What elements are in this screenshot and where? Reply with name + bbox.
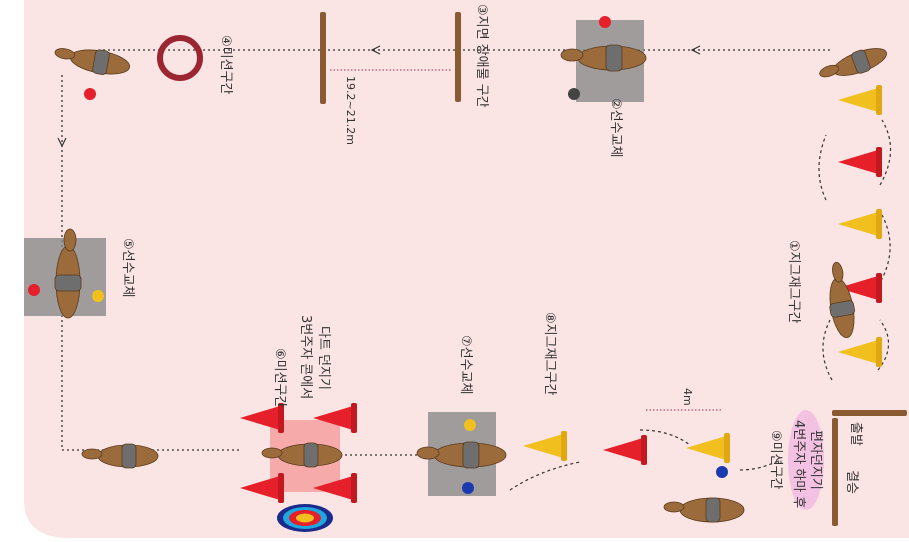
label-distance-obstacle: 19.2~21.2m [344, 76, 357, 145]
horse-mission-9 [663, 497, 745, 523]
dart-zone-cones [240, 403, 357, 503]
zigzag-cones-1 [838, 85, 882, 367]
label-mission-9-desc-1: 4번주자 하마 후 [791, 420, 806, 509]
horse-dart-zone [261, 442, 343, 468]
label-mission-4: ④미션구간 [218, 35, 233, 95]
horse-zigzag-1 [829, 261, 855, 339]
ring-obstacle [157, 35, 203, 81]
mission9-highlight [788, 410, 824, 510]
label-exchange-2: ②선수교체 [608, 98, 623, 158]
label-finish: 결승 [844, 470, 859, 494]
course-route [61, 49, 830, 456]
horse-exchange-2 [560, 44, 647, 72]
zigzag-arrows [509, 119, 892, 491]
label-exchange-7: ⑦선수교체 [458, 335, 473, 395]
horse-ring [54, 48, 131, 75]
start-line-pole [832, 410, 907, 416]
route-arrows [57, 45, 701, 148]
label-zigzag-8: ⑧지그재그구간 [542, 312, 557, 396]
horse-top-right [819, 48, 887, 78]
riders [28, 16, 728, 494]
label-zigzag-1: ①지그재그구간 [786, 240, 801, 324]
horse-figures [54, 44, 887, 523]
obstacle-pole-2 [455, 12, 461, 102]
label-mission-6-desc-2: 다트 던지기 [316, 326, 331, 390]
label-mission-9: ⑨미션구간 [768, 430, 783, 490]
label-mission-9-desc-2: 편자던지기 [808, 430, 823, 490]
label-start: 출발 [848, 422, 863, 446]
label-obstacle-3: ③지면 장애물 구간 [474, 4, 489, 108]
obstacle-pole-1 [320, 12, 326, 104]
label-mission-6-desc-1: 3번주자 콘에서 [298, 315, 313, 400]
label-mission-6: ⑥미션구간 [272, 348, 287, 408]
horse-exchange-5 [54, 228, 82, 319]
label-distance-4m: 4m [681, 388, 694, 406]
horse-exchange-7 [416, 441, 507, 469]
finish-line-pole [832, 418, 838, 526]
course-background [24, 0, 909, 538]
zigzag-cones-8 [523, 431, 730, 465]
dart-target [277, 504, 333, 532]
horse-bottom-left [81, 443, 159, 469]
label-exchange-5: ⑤선수교체 [120, 238, 135, 298]
